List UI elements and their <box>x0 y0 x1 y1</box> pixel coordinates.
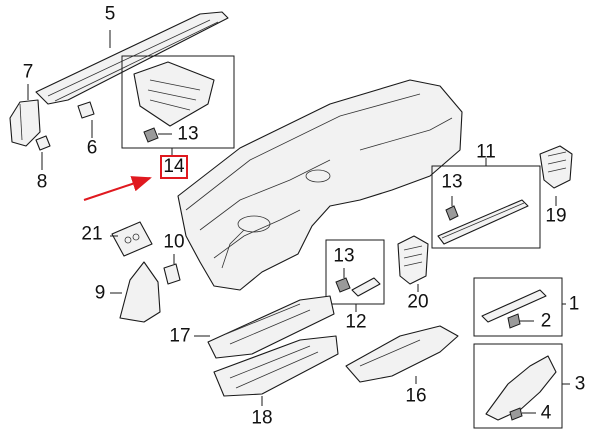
callout-4: 4 <box>540 402 552 424</box>
part-16-lower-cover <box>345 325 459 383</box>
callout-21: 21 <box>81 223 103 245</box>
callout-1: 1 <box>568 293 580 315</box>
inset-box-3 <box>473 343 563 429</box>
callout-13-lower: 13 <box>333 245 355 267</box>
part-9-side-cover <box>119 261 161 323</box>
callout-12: 12 <box>345 311 367 333</box>
inset-box-11 <box>431 165 541 249</box>
callout-11: 11 <box>476 141 496 163</box>
callout-13-upper: 13 <box>441 171 463 193</box>
callout-3: 3 <box>574 373 586 395</box>
part-6-clip <box>77 101 95 119</box>
callout-10: 10 <box>163 231 185 253</box>
callout-14-highlighted: 14 <box>160 155 188 179</box>
part-21-grille <box>111 221 153 257</box>
part-10-clip <box>163 263 181 285</box>
callout-19: 19 <box>545 205 567 227</box>
callout-15: 13 <box>177 123 199 145</box>
callout-6: 6 <box>86 137 98 159</box>
part-18-lower-bracket <box>213 335 339 397</box>
callout-18: 18 <box>251 407 273 429</box>
part-20-vent <box>397 235 429 285</box>
part-7-end-cap <box>9 99 41 147</box>
callout-5: 5 <box>104 3 116 25</box>
callout-7: 7 <box>22 61 34 83</box>
part-19-vent <box>539 145 573 189</box>
leader-lines <box>27 30 570 414</box>
callout-16: 16 <box>405 385 427 407</box>
callout-17: 17 <box>169 325 191 347</box>
callout-9: 9 <box>94 282 106 304</box>
part-17-bracket <box>207 295 335 359</box>
red-indicator-arrow <box>83 176 152 201</box>
part-14-instrument-panel <box>177 79 463 291</box>
inset-box-1 <box>473 277 563 337</box>
callout-2: 2 <box>540 310 552 332</box>
part-5-top-trim <box>35 11 229 105</box>
callout-8: 8 <box>36 171 48 193</box>
inset-box-12 <box>325 239 385 305</box>
part-8-clip <box>35 135 51 151</box>
inset-box-15 <box>121 55 235 149</box>
callout-20: 20 <box>407 291 429 313</box>
